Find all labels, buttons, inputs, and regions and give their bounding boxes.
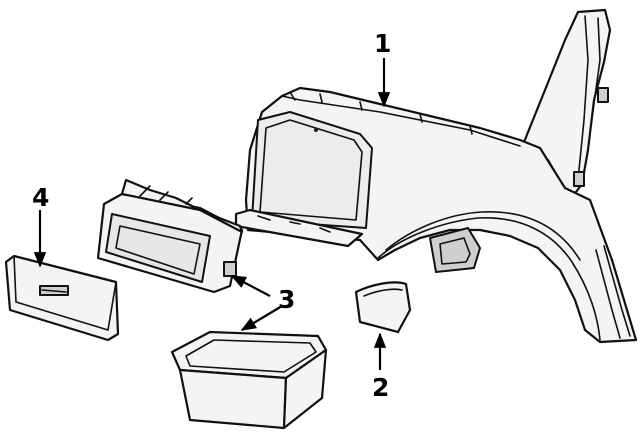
leader-3a bbox=[230, 275, 271, 297]
callout-3: 3 bbox=[278, 285, 295, 314]
storage-bin bbox=[170, 330, 328, 430]
compartment-housing bbox=[96, 178, 244, 294]
callout-2: 2 bbox=[372, 373, 389, 402]
quarter-trim-panel bbox=[234, 8, 638, 344]
leader-3b bbox=[240, 305, 283, 331]
compartment-door bbox=[4, 254, 120, 342]
callout-4: 4 bbox=[32, 183, 49, 212]
trim-cover bbox=[354, 281, 412, 334]
callout-1: 1 bbox=[374, 29, 391, 58]
